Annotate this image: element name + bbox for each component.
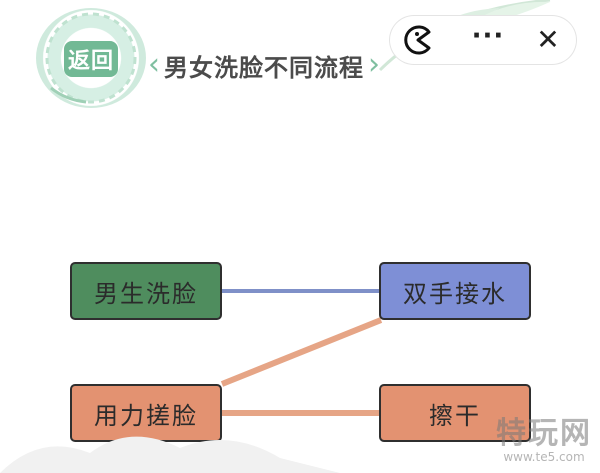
more-button[interactable]: ···	[466, 16, 510, 64]
node-dry[interactable]: 擦干	[379, 384, 531, 442]
pacman-icon	[404, 25, 431, 55]
title-text: 男女洗脸不同流程	[164, 52, 364, 82]
node-catch-water[interactable]: 双手接水	[379, 262, 531, 320]
pacman-button[interactable]	[398, 16, 438, 64]
more-icon: ···	[471, 21, 505, 51]
close-icon: ✕	[536, 23, 560, 56]
back-label: 返回	[64, 41, 118, 77]
watermark: 特玩网 www.te5.com	[496, 416, 592, 464]
close-button[interactable]: ✕	[526, 16, 570, 64]
title-right-arrow: ›	[368, 47, 380, 82]
miniprogram-capsule: ··· ✕	[390, 16, 576, 64]
back-button[interactable]: 返回	[36, 8, 146, 108]
watermark-main: 特玩网	[496, 416, 592, 451]
node-rub-face[interactable]: 用力搓脸	[70, 384, 222, 442]
watermark-sub: www.te5.com	[503, 450, 585, 464]
node-male-wash[interactable]: 男生洗脸	[70, 262, 222, 320]
page-title: ‹ 男女洗脸不同流程 ›	[148, 45, 380, 85]
title-left-arrow: ‹	[148, 47, 160, 82]
line-catch-to-rub	[220, 317, 383, 387]
